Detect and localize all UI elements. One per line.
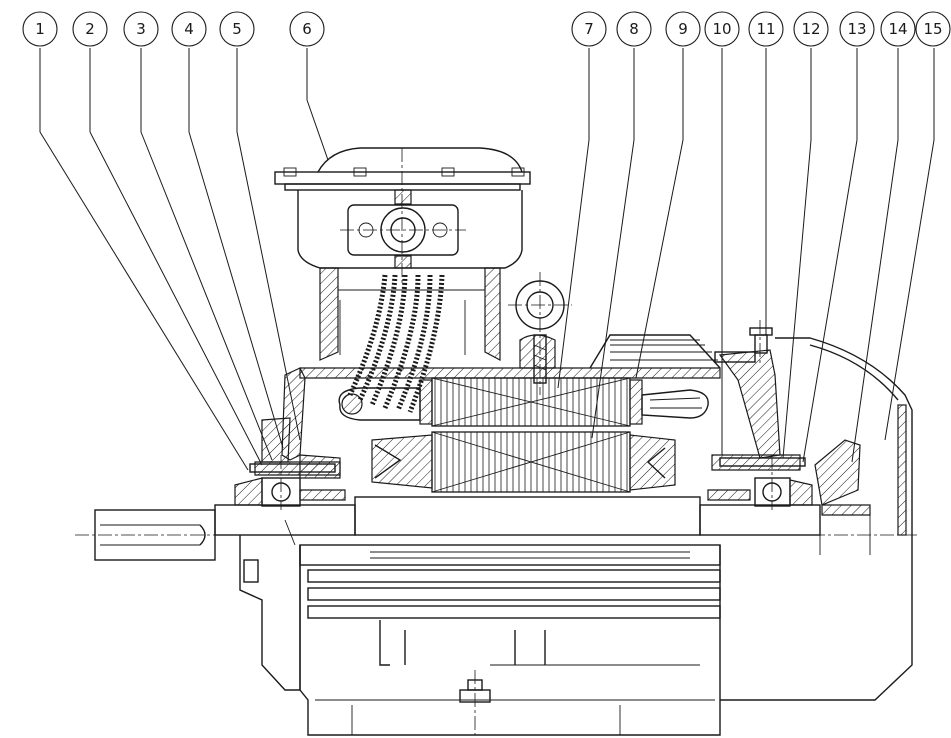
svg-text:11: 11 — [756, 20, 775, 38]
fan-cover — [720, 337, 913, 701]
svg-text:8: 8 — [629, 20, 639, 38]
svg-text:4: 4 — [184, 20, 194, 38]
svg-text:14: 14 — [888, 20, 907, 38]
terminal-box — [274, 147, 531, 361]
svg-text:15: 15 — [923, 20, 942, 38]
callout-1: 1 — [22, 11, 58, 47]
stator-winding-ends — [338, 387, 709, 421]
callout-12: 12 — [793, 11, 829, 47]
svg-text:10: 10 — [712, 20, 731, 38]
leader-lines — [39, 48, 935, 471]
callout-11: 11 — [748, 11, 784, 47]
svg-text:2: 2 — [85, 20, 95, 38]
svg-text:6: 6 — [302, 20, 312, 38]
callout-4: 4 — [171, 11, 207, 47]
callout-7: 7 — [571, 11, 607, 47]
callout-5: 5 — [219, 11, 255, 47]
svg-text:13: 13 — [847, 20, 866, 38]
svg-text:12: 12 — [801, 20, 820, 38]
cover-bolts — [283, 167, 525, 177]
stator-frame — [299, 334, 721, 379]
callout-3: 3 — [123, 11, 159, 47]
callout-10: 10 — [704, 11, 740, 47]
callout-2: 2 — [72, 11, 108, 47]
callout-8: 8 — [616, 11, 652, 47]
callout-13: 13 — [839, 11, 875, 47]
frame-body — [299, 544, 721, 736]
callout-9: 9 — [665, 11, 701, 47]
callouts: 1 2 3 4 5 6 7 8 9 10 11 12 13 14 15 — [22, 11, 951, 47]
cable-gland — [340, 189, 466, 269]
svg-text:7: 7 — [584, 20, 594, 38]
callout-6: 6 — [289, 11, 325, 47]
svg-text:5: 5 — [232, 20, 242, 38]
non-drive-end-bracket — [707, 320, 813, 510]
non-drive-end-bearing — [754, 477, 791, 507]
shaft — [75, 496, 920, 561]
callout-15: 15 — [915, 11, 951, 47]
stator-core — [419, 377, 643, 427]
lifting-eye — [508, 272, 572, 395]
cooling-fan — [814, 439, 871, 555]
svg-text:3: 3 — [136, 20, 146, 38]
lead-wires — [347, 274, 445, 413]
svg-text:1: 1 — [35, 20, 45, 38]
callout-14: 14 — [880, 11, 916, 47]
svg-text:9: 9 — [678, 20, 688, 38]
drive-end-bracket — [234, 367, 346, 691]
rotor-core — [371, 431, 676, 493]
